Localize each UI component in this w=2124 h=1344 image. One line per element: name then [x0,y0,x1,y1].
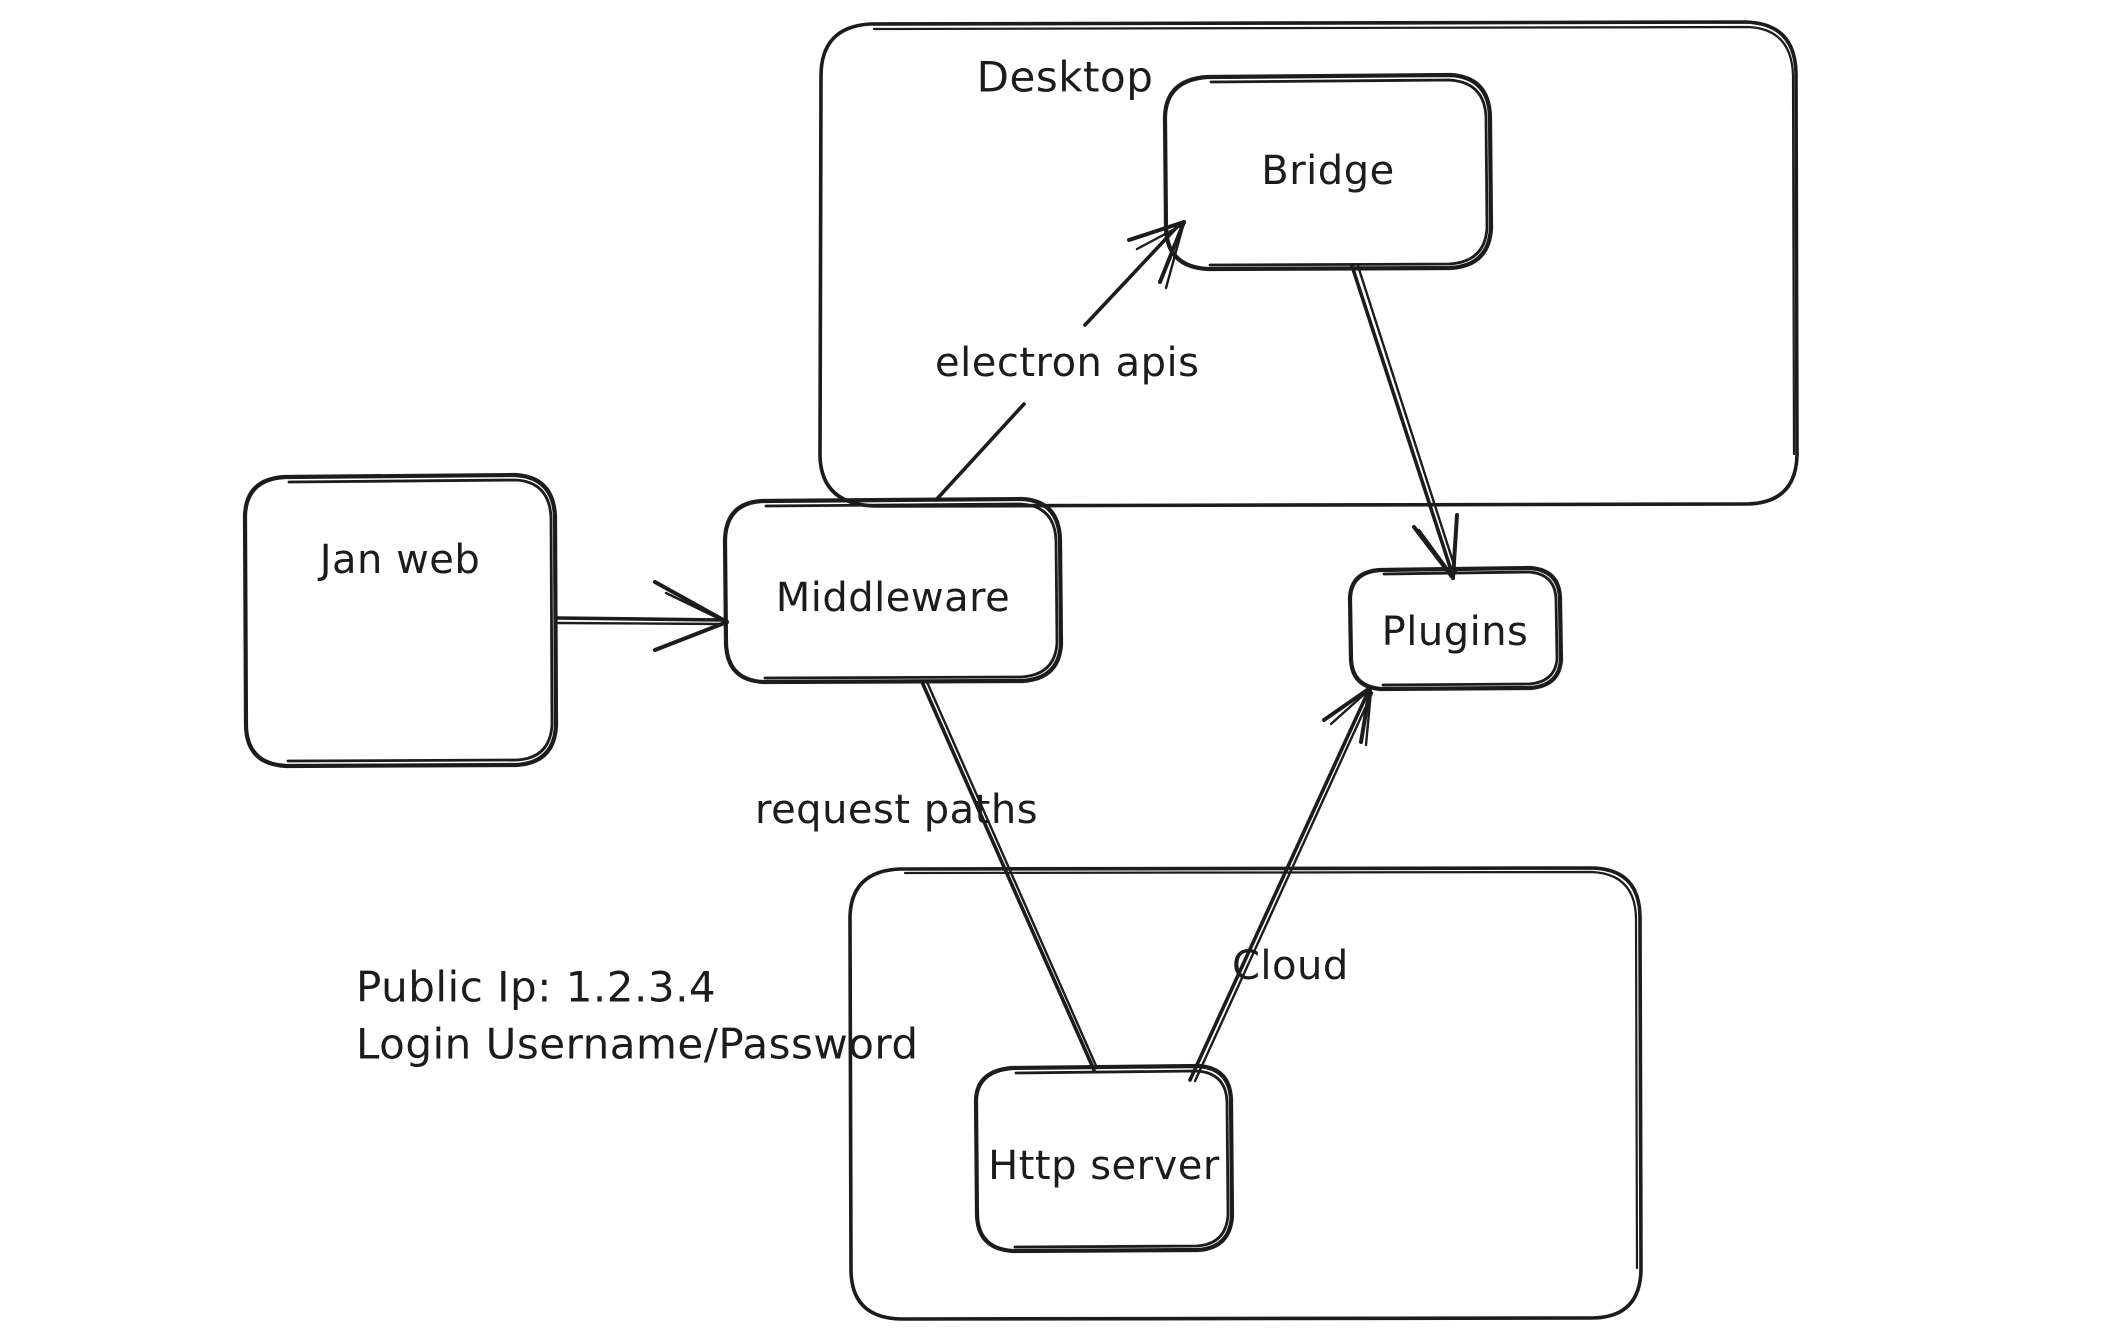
edge-jan-web-to-middleware [554,580,729,652]
cloud-container-outline [848,866,1643,1321]
note-public-ip: Public Ip: 1.2.3.4 [356,963,716,1012]
node-outline-echo [1381,570,1559,687]
edge-label-electron-apis: electron apis [935,340,1199,386]
node-outline-echo [763,502,1059,680]
edge-line [920,680,1096,1072]
arrowhead-lower [653,620,729,652]
node-outline [1347,565,1564,692]
node-outline [242,472,559,769]
edge-line-echo [1193,691,1374,1083]
edge-line-lower [934,402,1026,502]
desktop-container-outline-echo [872,25,1796,456]
edge-middleware-to-http-server [920,680,1099,1072]
group-cloud [848,866,1643,1321]
arrowhead-left-echo [1329,688,1371,726]
node-label-bridge: Bridge [1261,148,1394,194]
edge-line-echo [1356,264,1458,573]
node-label-http-server: Http server [988,1143,1220,1189]
arrowhead-upper-echo [664,591,726,623]
edge-line-upper [1083,226,1178,327]
edge-line [554,616,724,622]
arrowhead-upper [1127,220,1186,242]
node-label-jan-web: Jan web [317,537,481,583]
node-jan-web[interactable]: Jan web [242,472,559,769]
arrowhead-left [1322,686,1372,722]
node-bridge[interactable]: Bridge [1162,72,1494,272]
edge-label-cloud: Cloud [1232,943,1349,989]
node-http-server[interactable]: Http server [973,1063,1235,1254]
arrowhead-upper-echo [1135,223,1184,251]
node-outline [1162,72,1494,272]
node-middleware[interactable]: Middleware [722,496,1064,685]
node-plugins[interactable]: Plugins [1347,565,1564,692]
cloud-container-outline-echo [903,870,1639,1270]
group-label-desktop: Desktop [977,53,1154,102]
node-outline [973,1063,1235,1254]
node-label-middleware: Middleware [776,575,1011,621]
node-outline-echo [286,478,554,763]
group-desktop [818,20,1799,508]
edge-line [1350,264,1454,575]
arrowhead-right [1359,686,1372,744]
edge-label-request-paths: request paths [755,787,1038,833]
edge-line-echo [556,621,722,626]
node-label-plugins: Plugins [1382,609,1529,655]
edge-bridge-to-plugins [1350,264,1459,580]
arrowhead-right-echo [1364,689,1373,747]
desktop-container-outline [818,20,1799,508]
edge-middleware-to-bridge [934,220,1186,502]
edge-line [1188,690,1370,1082]
node-outline [722,496,1064,685]
edge-line-echo [925,680,1099,1070]
node-outline-echo [1208,78,1489,267]
node-outline-echo [1013,1069,1230,1249]
edge-http-server-to-plugins [1188,686,1374,1083]
note-login: Login Username/Password [356,1020,919,1069]
